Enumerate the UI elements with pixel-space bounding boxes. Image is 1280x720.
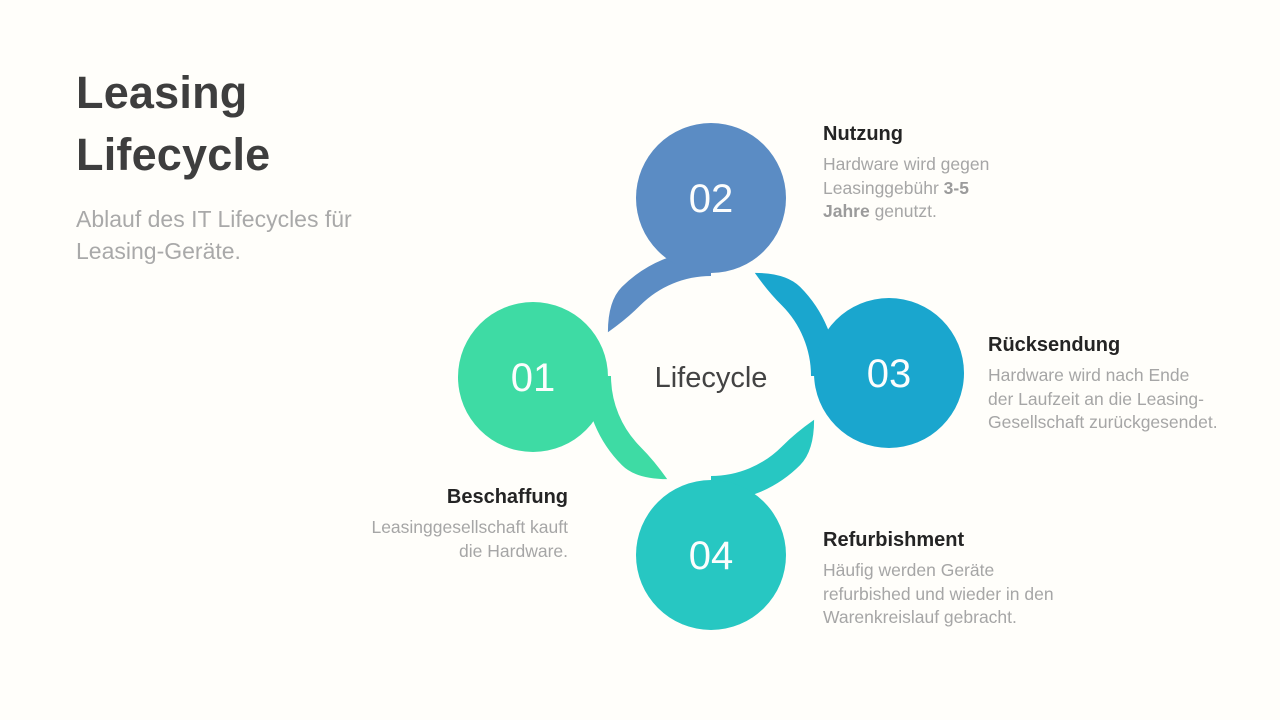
step-title-beschaffung: Beschaffung <box>446 486 568 508</box>
title-block: Leasing Lifecycle Ablauf des IT Lifecycl… <box>76 62 416 267</box>
center-label: Lifecycle <box>655 362 768 394</box>
step-number-03: 03 <box>867 352 912 396</box>
step-arc-04 <box>711 419 815 502</box>
step-circle-03 <box>814 298 964 448</box>
step-number-04: 04 <box>689 534 734 578</box>
lifecycle-diagram: 01 02 03 04 Lifecycle <box>458 123 964 630</box>
step-title-nutzung: Nutzung <box>823 123 903 145</box>
page-title: Leasing Lifecycle <box>76 67 271 180</box>
step-title-ruecksendung: Rücksendung <box>988 334 1121 356</box>
step-circle-01 <box>458 302 608 452</box>
page-subtitle: Ablauf des IT Lifecycles für Leasing-Ger… <box>76 206 352 264</box>
step-arc-02 <box>607 250 711 333</box>
step-title-refurbishment: Refurbishment <box>823 529 965 551</box>
step-circle-02 <box>636 123 786 273</box>
step-circle-04 <box>636 480 786 630</box>
step-arc-01 <box>585 376 668 480</box>
step-number-02: 02 <box>689 177 734 221</box>
step-number-01: 01 <box>511 356 556 400</box>
step-arc-03 <box>754 272 837 376</box>
